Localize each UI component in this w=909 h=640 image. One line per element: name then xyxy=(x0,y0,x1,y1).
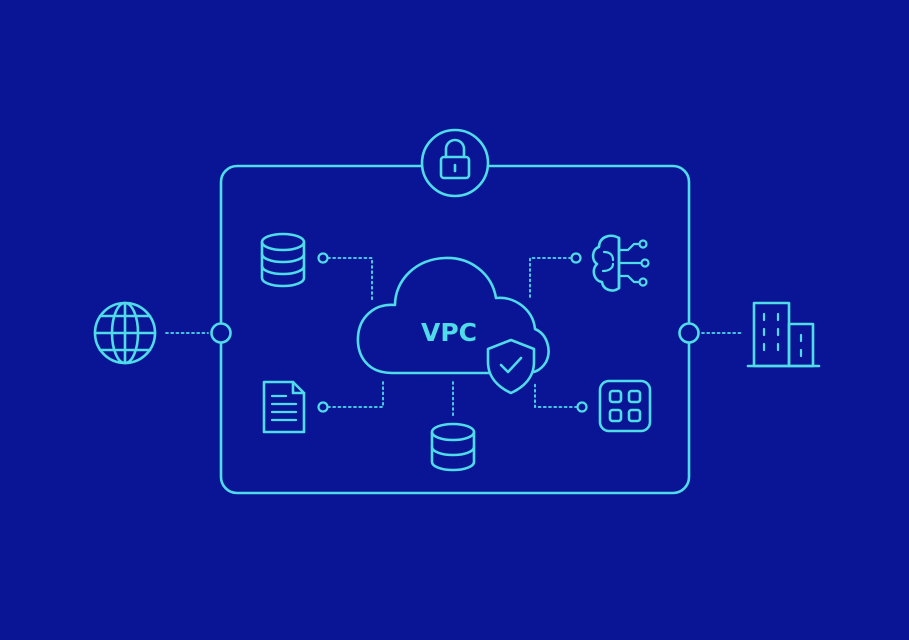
database-icon xyxy=(260,232,306,288)
apps-connector xyxy=(534,381,578,408)
right-port xyxy=(678,322,700,344)
document-connector xyxy=(327,379,384,408)
brain-circuit-icon xyxy=(591,234,650,292)
database-icon xyxy=(430,422,476,472)
apps-dot xyxy=(576,401,588,413)
ai-dot xyxy=(570,252,582,264)
building-icon xyxy=(746,301,821,368)
vpc-label: VPC xyxy=(421,318,477,347)
db-top-connector xyxy=(327,257,373,301)
db-top-dot xyxy=(317,252,329,264)
document-dot xyxy=(317,401,329,413)
document-icon xyxy=(262,380,306,434)
globe-icon xyxy=(93,301,157,365)
lock-icon xyxy=(420,128,490,198)
cloud-icon xyxy=(356,256,550,375)
app-grid-icon xyxy=(598,379,652,433)
shield-check-icon xyxy=(486,338,536,395)
left-port xyxy=(210,322,232,344)
ai-connector xyxy=(529,257,572,298)
